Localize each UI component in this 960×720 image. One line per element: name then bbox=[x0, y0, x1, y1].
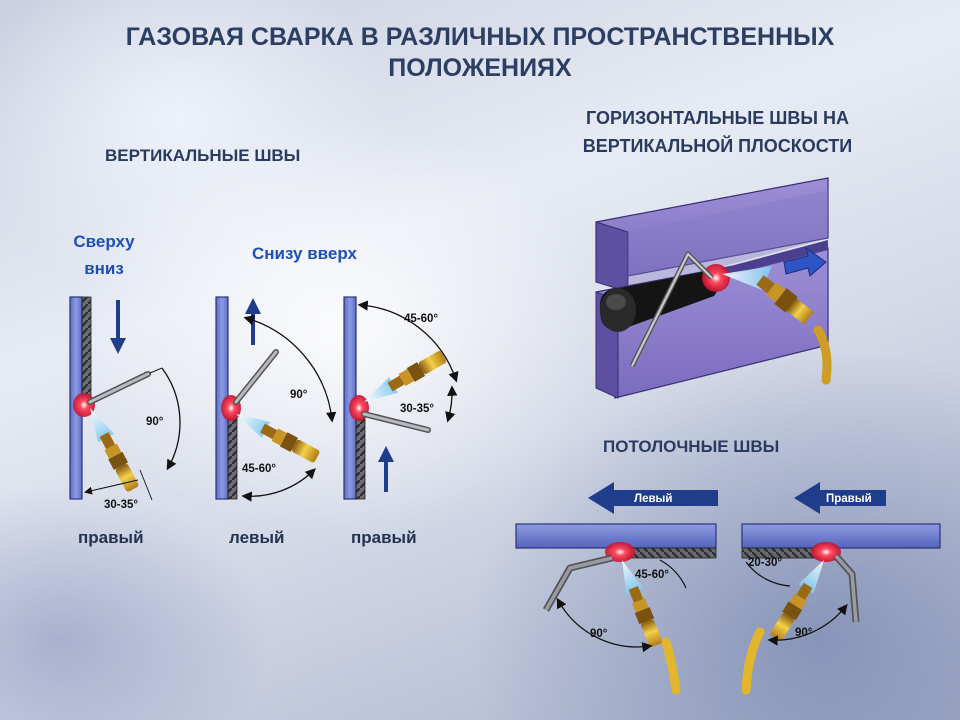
seam-bead-3 bbox=[355, 417, 366, 500]
up-arrow-icon bbox=[245, 298, 261, 314]
torch-horizontal bbox=[756, 275, 814, 325]
torch-1 bbox=[82, 403, 142, 494]
ceiling-left-arrow: Левый bbox=[588, 482, 718, 514]
up-arrow-icon-2 bbox=[378, 446, 394, 462]
direction-arrow-icon bbox=[783, 246, 827, 277]
ceiling-right-angle-a: 20-30° bbox=[748, 557, 782, 569]
bottom-up-label: Снизу вверх bbox=[252, 244, 357, 263]
angle-label-2a: 90° bbox=[290, 389, 308, 401]
title-line-2: ПОЛОЖЕНИЯХ bbox=[388, 54, 572, 82]
diagram-top-down: 90° 30-35° bbox=[69, 296, 181, 511]
diagram-bottom-up-right: 45-60° 30-35° bbox=[343, 296, 459, 500]
caption-right-2: правый bbox=[351, 528, 417, 547]
page-title: ГАЗОВАЯ СВАРКА В РАЗЛИЧНЫХ ПРОСТРАНСТВЕН… bbox=[0, 22, 960, 84]
caption-left: левый bbox=[229, 528, 285, 547]
angle-label-1b: 30-35° bbox=[104, 499, 138, 511]
torch-2 bbox=[231, 406, 322, 466]
diagram-bottom-up-left: 90° 45-60° bbox=[215, 296, 337, 502]
weld-pool-horizontal bbox=[702, 264, 730, 292]
seam-bead-1 bbox=[81, 296, 92, 400]
left-arrow-label: Левый bbox=[634, 493, 672, 505]
diagram-horizontal-seam bbox=[595, 177, 832, 399]
down-arrow-icon bbox=[110, 338, 126, 354]
angle-label-3b: 30-35° bbox=[400, 403, 434, 415]
ceiling-seam-left bbox=[625, 547, 717, 559]
seam-bead-2 bbox=[227, 411, 238, 500]
horizontal-seams-heading: ГОРИЗОНТАЛЬНЫЕ ШВЫ НА ВЕРТИКАЛЬНОЙ ПЛОСК… bbox=[582, 108, 853, 156]
right-arrow-label: Правый bbox=[826, 493, 872, 505]
torch-3 bbox=[359, 348, 449, 410]
ceiling-right-angle-b: 90° bbox=[795, 627, 813, 639]
diagram-ceiling-right: 20-30° 90° bbox=[741, 523, 941, 695]
angle-label-3a: 45-60° bbox=[404, 313, 438, 325]
ceiling-right-arrow: Правый bbox=[794, 482, 886, 514]
angle-label-1a: 90° bbox=[146, 416, 164, 428]
title-line-1: ГАЗОВАЯ СВАРКА В РАЗЛИЧНЫХ ПРОСТРАНСТВЕН… bbox=[125, 23, 835, 51]
ceiling-plate-right bbox=[741, 523, 941, 549]
vertical-seams-heading: ВЕРТИКАЛЬНЫЕ ШВЫ bbox=[105, 146, 301, 165]
ceiling-seams-heading: ПОТОЛОЧНЫЕ ШВЫ bbox=[603, 437, 780, 456]
ceiling-left-angle-a: 45-60° bbox=[635, 569, 669, 581]
top-down-label: Сверху вниз bbox=[73, 232, 135, 278]
ceiling-left-angle-b: 90° bbox=[590, 628, 608, 640]
angle-label-2b: 45-60° bbox=[242, 463, 276, 475]
caption-right-1: правый bbox=[78, 528, 144, 547]
diagram-ceiling-left: 45-60° 90° bbox=[515, 523, 717, 695]
